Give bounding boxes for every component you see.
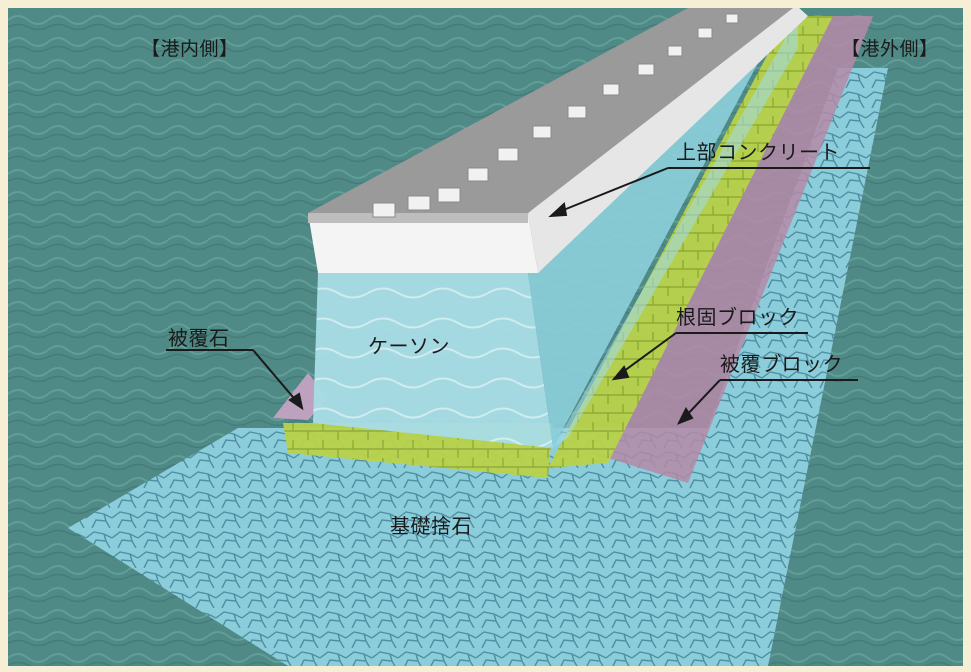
breakwater-illustration: 【港内側】 【港外側】 上部コンクリート ケーソン 被覆石 根固ブロック 被覆ブ…	[8, 8, 963, 666]
caisson-front-face	[313, 273, 553, 448]
upper-concrete-top	[308, 8, 793, 213]
label-armor-stone: 被覆石	[168, 326, 230, 350]
leader-root-block	[619, 332, 677, 375]
foundation-rubble-shape	[68, 68, 888, 666]
label-foundation-rubble: 基礎捨石	[390, 514, 472, 538]
arrow-root-block	[611, 365, 630, 381]
label-caisson: ケーソン	[368, 334, 450, 358]
arrow-armor-stone	[288, 392, 304, 411]
leader-lines	[166, 167, 870, 425]
label-harbor-inner: 【港内側】	[141, 38, 239, 60]
breakwater-scene	[8, 8, 963, 666]
armor-block-shape	[608, 16, 873, 483]
leader-upper-concrete	[555, 167, 669, 214]
label-armor-block: 被覆ブロック	[720, 352, 843, 376]
label-harbor-outer: 【港外側】	[841, 38, 939, 60]
caisson-side-face	[528, 16, 808, 448]
parapet-blocks	[372, 13, 739, 218]
arrow-upper-concrete	[548, 202, 568, 218]
upper-concrete-front-edge	[308, 213, 538, 273]
root-block-shape	[548, 16, 833, 468]
label-upper-concrete: 上部コンクリート	[676, 140, 840, 164]
upper-concrete-rim	[308, 213, 528, 223]
arrow-armor-block	[676, 407, 694, 425]
leader-armor-stone	[252, 349, 299, 404]
leader-armor-block	[683, 379, 721, 419]
label-root-block: 根固ブロック	[676, 305, 799, 329]
upper-concrete-side-edge	[528, 8, 808, 273]
